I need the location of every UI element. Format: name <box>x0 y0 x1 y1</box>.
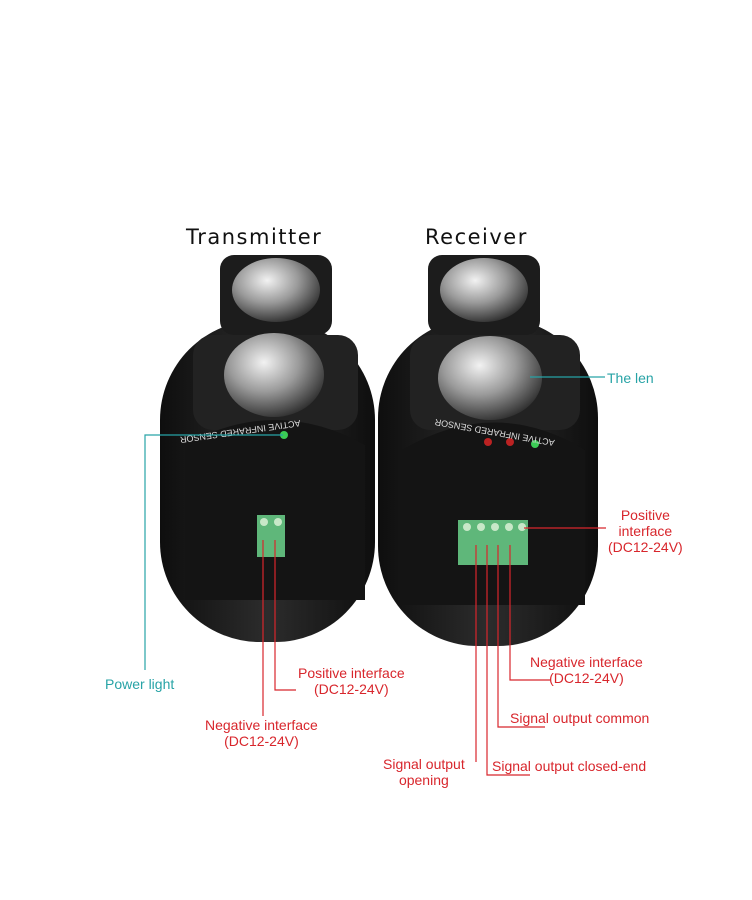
rx-positive-label: Positive interface (DC12-24V) <box>608 507 683 555</box>
the-len-label: The len <box>607 370 654 386</box>
signal-closed-label: Signal output closed-end <box>492 758 647 774</box>
tx-negative-label: Negative interface (DC12-24V) <box>205 717 318 749</box>
label-line: opening <box>398 772 449 788</box>
signal-common-label: Signal output common <box>510 710 650 726</box>
label-line: interface <box>618 523 673 539</box>
leader-lines <box>144 376 606 776</box>
lower-lens-icon <box>438 336 542 420</box>
label-line: (DC12-24V) <box>608 539 683 555</box>
label-line: Negative interface <box>530 654 643 670</box>
power-led-icon <box>280 431 288 439</box>
tx-positive-label: Positive interface (DC12-24V) <box>298 665 405 697</box>
upper-lens-icon <box>440 258 528 322</box>
receiver-device: ACTIVE INFRARED SENSOR <box>378 255 598 646</box>
transmitter-device: ACTIVE INFRARED SENSOR <box>160 255 375 642</box>
rx-negative-label: Negative interface (DC12-24V) <box>530 654 643 686</box>
lower-lens-icon <box>224 333 324 417</box>
signal-opening-label: Signal output opening <box>383 756 465 788</box>
power-light-label: Power light <box>105 676 175 692</box>
label-line: Positive interface <box>298 665 405 681</box>
label-line: (DC12-24V) <box>549 670 624 686</box>
label-line: Negative interface <box>205 717 318 733</box>
upper-lens-icon <box>232 258 320 322</box>
label-line: (DC12-24V) <box>224 733 299 749</box>
label-line: Signal output <box>383 756 465 772</box>
label-line: (DC12-24V) <box>313 681 389 697</box>
transmitter-title: Transmitter <box>186 225 323 249</box>
label-line: Positive <box>620 507 670 523</box>
receiver-title: Receiver <box>425 225 528 249</box>
